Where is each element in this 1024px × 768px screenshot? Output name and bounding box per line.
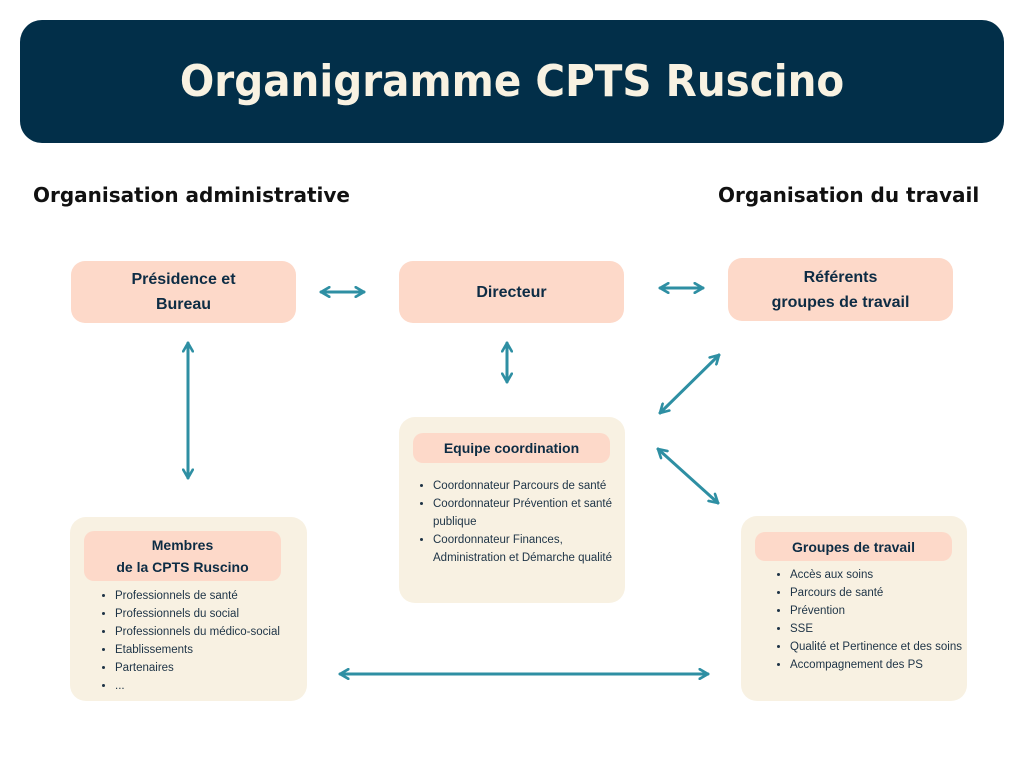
- list-item: Prévention: [790, 602, 980, 620]
- list-item: Etablissements: [115, 641, 325, 659]
- panel-membres-header: Membres de la CPTS Ruscino: [84, 531, 281, 581]
- list-item: Qualité et Pertinence et des soins: [790, 638, 980, 656]
- node-referents: Référents groupes de travail: [728, 258, 953, 321]
- node-directeur-label: Directeur: [476, 283, 547, 301]
- arrow-equipe-referents: [658, 353, 721, 415]
- panel-equipe-coordination: Equipe coordination Coordonnateur Parcou…: [399, 417, 625, 603]
- arrow-equipe-groupes: [656, 447, 720, 505]
- membres-list: Professionnels de santé Professionnels d…: [97, 587, 325, 695]
- node-referents-line1: Référents: [803, 268, 878, 286]
- list-item: Professionnels de santé: [115, 587, 325, 605]
- panel-membres-header-line2: de la CPTS Ruscino: [116, 559, 249, 575]
- list-item: Accès aux soins: [790, 566, 980, 584]
- panel-groupes-header: Groupes de travail: [755, 532, 952, 561]
- list-item: ...: [115, 677, 325, 695]
- node-referents-line2: groupes de travail: [771, 293, 910, 311]
- section-title-administrative: Organisation administrative: [33, 183, 350, 207]
- groupes-list: Accès aux soins Parcours de santé Préven…: [772, 566, 980, 674]
- section-title-travail: Organisation du travail: [718, 183, 980, 207]
- list-item: Partenaires: [115, 659, 325, 677]
- list-item: Accompagnement des PS: [790, 656, 980, 674]
- list-item: Parcours de santé: [790, 584, 980, 602]
- page-title: Organigramme CPTS Ruscino: [179, 56, 845, 107]
- panel-equipe-header: Equipe coordination: [413, 433, 610, 463]
- title-banner: Organigramme CPTS Ruscino: [20, 20, 1004, 143]
- equipe-list: Coordonnateur Parcours de santé Coordonn…: [415, 477, 623, 567]
- list-item: SSE: [790, 620, 980, 638]
- panel-groupes-travail: Groupes de travail Accès aux soins Parco…: [741, 516, 967, 701]
- node-presidence-line2: Bureau: [155, 296, 212, 313]
- list-item: Coordonnateur Parcours de santé: [433, 477, 623, 495]
- list-item: Professionnels du médico-social: [115, 623, 325, 641]
- panel-membres-header-line1: Membres: [151, 537, 214, 553]
- list-item: Coordonnateur Prévention et santé publiq…: [433, 495, 623, 531]
- node-presidence-line1: Présidence et: [131, 271, 236, 288]
- list-item: Professionnels du social: [115, 605, 325, 623]
- panel-membres: Membres de la CPTS Ruscino Professionnel…: [70, 517, 307, 701]
- node-directeur: Directeur: [399, 261, 624, 323]
- node-presidence: Présidence et Bureau: [71, 261, 296, 323]
- list-item: Coordonnateur Finances, Administration e…: [433, 531, 623, 567]
